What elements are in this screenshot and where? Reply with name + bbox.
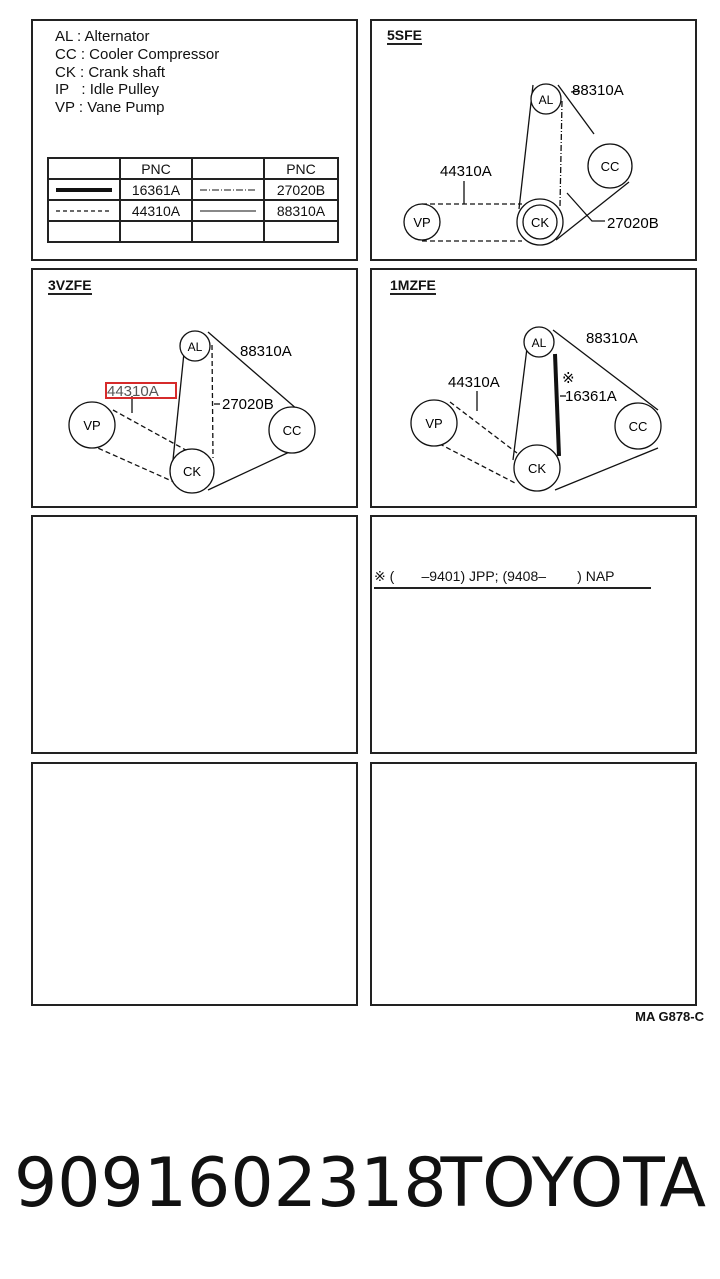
belt-diagram-1mzfe: AL CC CK VP 88310A 44310A ※ 16361A <box>410 326 662 492</box>
belt-label-88310A: 88310A <box>586 330 638 347</box>
pnc-empty-cell <box>47 220 121 243</box>
legend-cooler-compressor: CC : Cooler Compressor <box>55 46 220 63</box>
brand-name: TOYOTA <box>440 1144 706 1223</box>
thin-solid-line-icon <box>200 210 256 211</box>
model-year-note: ※ ( –9401) JPP; (9408– ) NAP <box>374 568 615 584</box>
belt-27020B <box>211 344 214 459</box>
belt-label-44310A: 44310A <box>448 374 500 391</box>
pnc-empty-cell <box>191 220 265 243</box>
pnc-empty-cell <box>263 220 339 243</box>
reference-mark: ※ <box>562 370 575 387</box>
pulley-cc <box>587 143 633 189</box>
pulley-label-vp: VP <box>425 416 442 431</box>
thick-solid-line-icon <box>56 187 112 192</box>
pulley-label-al: AL <box>539 93 554 107</box>
pulley-ck <box>522 204 558 240</box>
line-style-dashed <box>47 199 121 222</box>
pulley-label-al: AL <box>532 336 547 350</box>
figure-code: MA G878-C <box>635 1009 704 1024</box>
pulley-cc <box>614 402 662 450</box>
pnc-cell: 27020B <box>263 178 339 201</box>
note-panel <box>370 515 697 754</box>
pulley-cc <box>268 406 316 454</box>
belt-diagram-3vzfe: AL CC CK VP 88310A 44310A 27020B <box>68 330 316 494</box>
panel-title: 5SFE <box>387 27 423 45</box>
belt-44310A <box>449 401 518 454</box>
empty-panel-left-1 <box>31 515 358 754</box>
pulley-label-ck: CK <box>528 461 546 476</box>
pnc-table: PNC PNC 16361A 27020B 44310A 88310A <box>47 157 339 243</box>
pulley-al <box>530 83 562 115</box>
line-style-thin-solid <box>191 199 265 222</box>
part-number: 9091602318 <box>14 1144 447 1223</box>
panel-title: 3VZFE <box>48 277 92 295</box>
belt-label-88310A: 88310A <box>240 343 292 360</box>
legend-panel: AL : Alternator CC : Cooler Compressor C… <box>31 19 358 261</box>
pnc-cell: 88310A <box>263 199 339 222</box>
pulley-label-cc: CC <box>601 159 620 174</box>
pnc-header-blank-right <box>191 157 265 180</box>
pulley-vp <box>410 399 458 447</box>
belt-label-27020B: 27020B <box>222 396 274 413</box>
belt-88310A <box>207 331 299 411</box>
dashed-line-icon <box>56 209 112 212</box>
engine-panel-1mzfe: 1MZFE AL CC CK VP 88310A 44310A ※ 16361A <box>370 268 697 508</box>
pnc-cell: 16361A <box>119 178 193 201</box>
line-style-thick-solid <box>47 178 121 201</box>
belt-44310A <box>112 409 194 455</box>
belt-88310A <box>557 84 595 135</box>
pulley-vp <box>68 401 116 449</box>
belt-label-44310A: 44310A <box>107 383 159 400</box>
legend-crank-shaft: CK : Crank shaft <box>55 64 166 81</box>
belt-label-44310A: 44310A <box>440 163 492 180</box>
belt-label-16361A: 16361A <box>565 388 617 405</box>
empty-panel-right-2 <box>370 762 697 1006</box>
pulley-vp <box>403 203 441 241</box>
legend-idle-pulley: IP : Idle Pulley <box>55 81 159 98</box>
dash-dot-line-icon <box>200 189 256 190</box>
pnc-empty-cell <box>119 220 193 243</box>
pulley-label-al: AL <box>188 340 203 354</box>
pulley-label-ck: CK <box>531 215 549 230</box>
belt-16361A <box>553 353 561 457</box>
belt-label-88310A: 88310A <box>572 82 624 99</box>
pulley-ck <box>169 448 215 494</box>
pulley-al <box>523 326 555 358</box>
engine-panel-3vzfe: 3VZFE AL CC CK VP 88310A 44310A 27020B <box>31 268 358 508</box>
highlight-box-44310A <box>105 382 177 399</box>
engine-panel-5sfe: 5SFE AL CC CK VP 88310A 44310A <box>370 19 697 261</box>
pnc-header-blank-left <box>47 157 121 180</box>
legend-vane-pump: VP : Vane Pump <box>55 99 165 116</box>
pulley-ck <box>513 444 561 492</box>
pulley-label-vp: VP <box>83 418 100 433</box>
belt-27020B <box>559 100 563 207</box>
pulley-label-vp: VP <box>413 215 430 230</box>
pulley-label-ck: CK <box>183 464 201 479</box>
panel-title: 1MZFE <box>390 277 436 295</box>
belt-diagram-5sfe: AL CC CK VP 88310A 44310A 27020B <box>403 82 659 246</box>
pulley-al <box>179 330 211 362</box>
pnc-header-left: PNC <box>119 157 193 180</box>
note-underline <box>374 587 651 589</box>
pnc-cell: 44310A <box>119 199 193 222</box>
belt-88310A <box>552 329 659 411</box>
legend-alternator: AL : Alternator <box>55 28 150 45</box>
pnc-header-right: PNC <box>263 157 339 180</box>
pulley-label-cc: CC <box>629 419 648 434</box>
empty-panel-left-2 <box>31 762 358 1006</box>
pulley-label-cc: CC <box>283 423 302 438</box>
belt-label-27020B: 27020B <box>607 215 659 232</box>
line-style-dash-dot <box>191 178 265 201</box>
